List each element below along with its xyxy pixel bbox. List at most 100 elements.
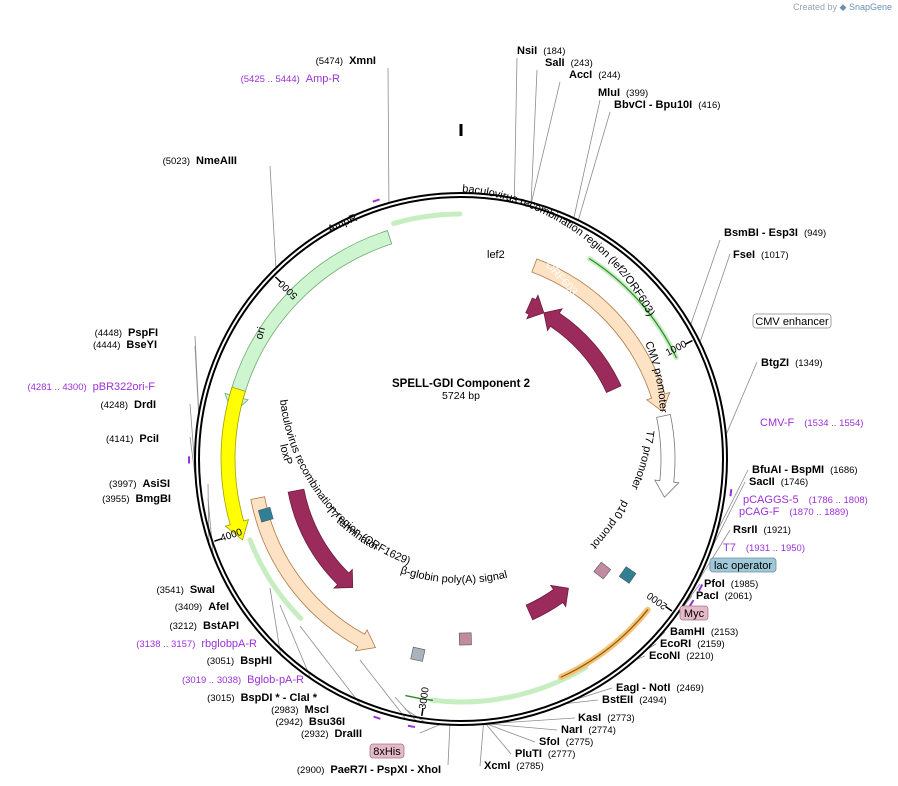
enzyme-leader (716, 469, 749, 533)
enzyme-sacii: SacII(1746) (749, 476, 808, 488)
label-bglob-polya: β-globin poly(A) signal (399, 564, 508, 586)
enzyme-leader (710, 481, 746, 550)
enzymes-right: NsiI(184) SalI(243) AccI(244) MluI(399) … (484, 45, 858, 772)
enzyme-nsii: NsiI(184) (517, 45, 565, 57)
size-tick (664, 605, 673, 612)
enzyme-leader (565, 699, 599, 704)
enzyme-bsteii: BstEII(2494) (602, 694, 667, 706)
feature-cmv-promoter (654, 413, 680, 498)
feature-baculo-lef2 (531, 258, 671, 413)
enzyme-leader (207, 483, 210, 544)
boxed-lac-operator: lac operator (709, 557, 777, 573)
enzyme-leader (387, 67, 390, 203)
boxed-lac-operator-bg (709, 557, 777, 573)
primer-pcaggs-5: pCAGGS-5(1786 .. 1808) (743, 494, 868, 506)
enzyme-fsei: FseI(1017) (733, 249, 788, 261)
enzyme-bspdi-clai: (3015)BspDI * - ClaI * (207, 692, 318, 704)
enzyme-pluti: PluTI(2777) (515, 748, 575, 760)
enzyme-bsmbi-esp3i: BsmBI - Esp3I(949) (724, 227, 826, 239)
enzyme-bamhi: BamHI(2153) (670, 626, 738, 638)
boxed-myc-bg (679, 605, 709, 621)
enzyme-draiii: (2932)DraIII (301, 728, 362, 740)
enzyme-xmni: (5474)XmnI (316, 55, 376, 67)
enzyme-leader (359, 659, 407, 720)
boxed-cmv-enhancer: CMV enhancer (752, 313, 832, 329)
enzyme-leader (513, 57, 518, 199)
boxed-cmv-enhancer-text: CMV enhancer (755, 316, 829, 328)
backbone-inner (198, 196, 724, 722)
enzyme-leader (699, 253, 731, 343)
label-t7-promoter: T7 promoter (628, 430, 656, 492)
enzyme-nari: NarI(2774) (561, 724, 616, 736)
primer-mark (688, 599, 695, 607)
boxed-cmv-enhancer-bg (752, 313, 832, 329)
boxed-8xhis-text: 8xHis (373, 746, 401, 758)
enzyme-msci: (2983)MscI (271, 704, 329, 716)
primer-pbr322ori-f: (4281 .. 4300)pBR322ori-F (27, 381, 155, 393)
enzyme-nmeaiii: (5023)NmeAIII (163, 155, 237, 167)
primer-mark (372, 198, 380, 203)
primer-mark (373, 715, 381, 720)
highlight-right-green-line (588, 258, 677, 359)
enzyme-pcii: (4141)PciI (106, 433, 159, 445)
enzyme-leader (725, 361, 758, 436)
feature-lef2 (525, 294, 545, 320)
enzyme-bsphi: (3051)BspHI (207, 655, 272, 667)
feature-ampr (224, 230, 393, 415)
primer-cmv-f: CMV-F(1534 .. 1554) (760, 417, 863, 429)
enzyme-drdi: (4248)DrdI (101, 399, 156, 411)
boxed-8xhis: 8xHis (369, 743, 405, 759)
feature-small-loxp (257, 506, 274, 523)
label-ori: ori (253, 326, 268, 341)
primer-mark (698, 584, 704, 592)
highlight-ampr-top (391, 211, 463, 226)
enzyme-leader (269, 587, 281, 655)
highlight-polya (429, 664, 589, 705)
size-tick (421, 708, 424, 717)
enzyme-leader (573, 99, 601, 219)
enzyme-bmgbi: (3955)BmgBI (102, 493, 171, 505)
primer-amp-r: (5425 .. 5444)Amp-R (241, 73, 340, 85)
highlight-left-green (247, 537, 304, 621)
enzyme-leader (486, 723, 558, 731)
feature-small-8xhis (458, 632, 472, 646)
highlight-orf (558, 606, 651, 681)
feature-small-terminator (410, 646, 426, 662)
label-ampr: AmpR (326, 212, 359, 236)
highlight-polya-line (405, 694, 434, 702)
label-lef2: lef2 (487, 249, 505, 261)
enzyme-leader (530, 69, 538, 203)
enzyme-leader (207, 497, 214, 556)
enzyme-leader (404, 708, 426, 723)
enzyme-leader (485, 723, 512, 755)
credit-prefix: Created by (792, 2, 837, 12)
enzyme-acci: AccI(244) (569, 69, 620, 81)
size-tick-label: 4000 (219, 527, 244, 545)
label-t7-terminator: T7 terminator (323, 504, 381, 553)
enzymes-left: (5474)XmnI (5023)NmeAIII (4448)PspFI (44… (93, 55, 441, 776)
size-tick (684, 339, 693, 345)
backbone-outer (194, 192, 728, 726)
enzyme-asisi: (3997)AsiSI (109, 478, 170, 490)
enzyme-leader (577, 111, 611, 221)
enzyme-paer7i-pspxi-xhoi: (2900)PaeR7I - PspXI - XhoI (297, 764, 441, 776)
enzyme-bbvci-bpu10i: BbvCI - Bpu10I(416) (614, 99, 720, 111)
label-fr8: FR8* (566, 544, 593, 570)
enzyme-rsrii: RsrII(1921) (733, 524, 791, 536)
enzyme-xcmi: XcmI(2785) (484, 760, 544, 772)
primer-rbglobpa-r: (3138 .. 3157)rbglobpA-R (136, 638, 257, 650)
enzyme-swai: (3541)SwaI (156, 584, 215, 596)
enzyme-leader (479, 724, 484, 767)
enzyme-leader (531, 81, 561, 203)
primer-mark (407, 724, 416, 729)
primer-bglob-pa-r: (3019 .. 3038)Bglob-pA-R (182, 674, 304, 686)
enzyme-econi: EcoNI(2210) (649, 650, 714, 662)
small-features (257, 506, 637, 662)
plasmid-size: 5724 bp (442, 390, 480, 402)
feature-small-lac-op (618, 566, 637, 584)
boxed-myc: Myc (679, 605, 709, 621)
snapgene-logo-icon: ◆ (839, 2, 847, 12)
feature-small-myc (593, 561, 612, 580)
size-tick (214, 537, 223, 542)
